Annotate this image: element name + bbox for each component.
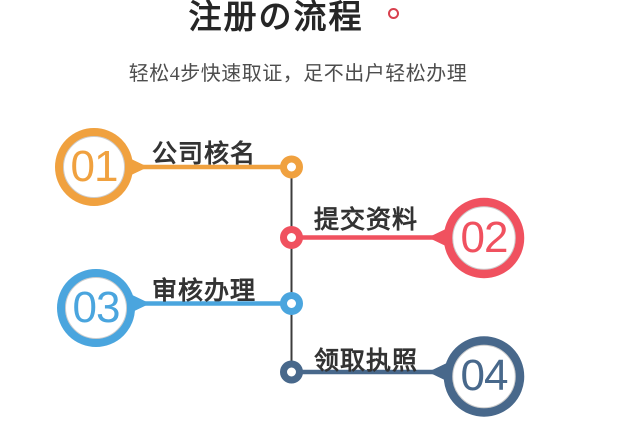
step-3-connector — [57, 269, 303, 347]
step-4-label: 领取执照 — [314, 347, 419, 375]
title-decoration-ring-icon — [388, 8, 399, 19]
step-2-connector — [280, 197, 525, 279]
page-title: 注册の流程 — [188, 0, 364, 36]
page-subtitle: 轻松4步快速取证，足不出户轻松办理 — [128, 63, 468, 85]
step-3-number: 03 — [72, 283, 121, 332]
step-1-connector — [55, 128, 303, 206]
step-3-circle — [57, 269, 135, 347]
step-4-node-icon — [280, 360, 303, 384]
step-1-circle — [55, 128, 133, 206]
step-2-circle-inner-edge — [452, 206, 516, 270]
step-1-circle-inner-edge — [63, 136, 125, 198]
step-1-label: 公司核名 — [152, 140, 257, 168]
step-4-circle — [443, 336, 525, 417]
step-1-node-icon — [280, 155, 303, 179]
step-2-circle — [443, 197, 525, 279]
step-2-node-icon — [280, 226, 303, 249]
step-3-label: 审核办理 — [152, 277, 257, 305]
step-4-circle-inner-edge — [452, 344, 516, 409]
step-3-circle-inner-edge — [65, 277, 127, 339]
step-2-label: 提交资料 — [314, 206, 419, 234]
step-4-connector — [280, 336, 525, 417]
header: 注册の流程 — [0, 0, 552, 38]
subheader: 轻松4步快速取证，足不出户轻松办理 — [0, 57, 596, 86]
step-4-number: 04 — [460, 351, 509, 400]
step-2-number: 02 — [460, 213, 509, 262]
step-3-node-icon — [280, 292, 303, 315]
step-1-number: 01 — [70, 142, 119, 191]
